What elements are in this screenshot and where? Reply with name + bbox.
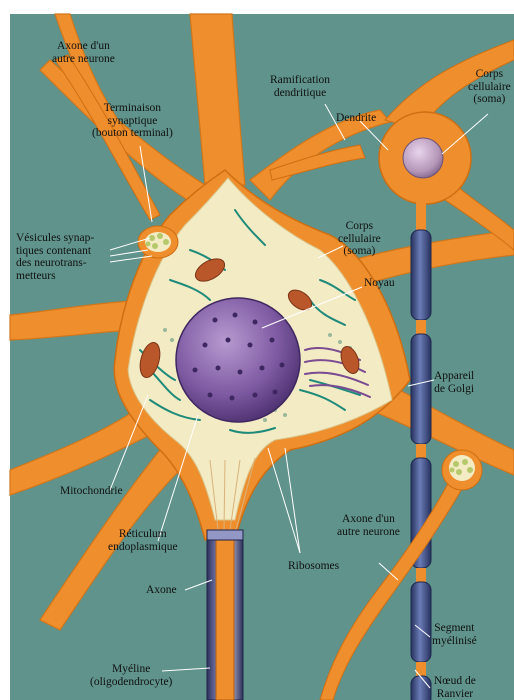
label-axone: Axone	[146, 584, 177, 597]
axon-core	[216, 540, 234, 700]
label-noyau: Noyau	[364, 277, 395, 290]
label-mitochondrie: Mitochondrie	[60, 485, 123, 498]
label-dendrite: Dendrite	[336, 112, 376, 125]
label-myeline: Myéline(oligodendrocyte)	[90, 663, 172, 688]
label-ribosomes: Ribosomes	[288, 560, 339, 573]
nucleus	[176, 298, 300, 422]
